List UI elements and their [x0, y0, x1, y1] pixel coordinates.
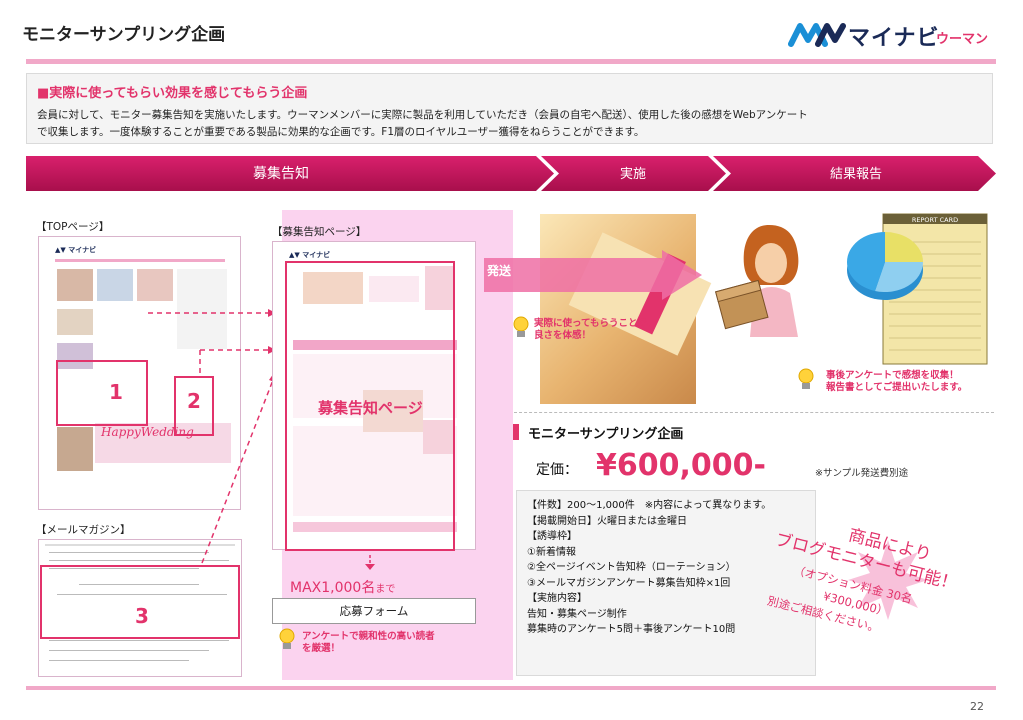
notice-page-overlay: 募集告知ページ	[318, 399, 423, 417]
price-label: 定価：	[536, 462, 578, 478]
mail-label: 【メールマガジン】	[36, 524, 131, 536]
flow-step-2: 実施	[620, 166, 646, 182]
intro-box: ■実際に使ってもらい効果を感じてもらう企画 会員に対して、モニター募集告知を実施…	[26, 73, 993, 144]
detail-line: 【実施内容】	[527, 593, 587, 604]
flow-arrows	[148, 309, 277, 564]
reader-note: アンケートで親和性の高い読者 を厳選！	[302, 631, 435, 654]
section-title: モニターサンプリング企画	[528, 427, 684, 442]
header-divider	[26, 59, 996, 64]
guide-box-3	[40, 565, 240, 639]
flow-banner: 募集告知 実施 結果報告	[26, 156, 996, 191]
flow-step-3: 結果報告	[830, 167, 882, 182]
intro-body: 会員に対して、モニター募集告知を実施いたします。ウーマンメンバーに実際に製品を利…	[37, 107, 982, 141]
intro-title: ■実際に使ってもらい効果を感じてもらう企画	[37, 86, 308, 101]
survey-note: 事後アンケートで感想を収集！ 報告書としてご提出いたします。	[826, 370, 968, 393]
max-recruit-text: MAX1,000名まで	[290, 580, 396, 596]
notice-highlight-box	[285, 261, 455, 551]
top-page-thumbnail: ▲▼ マイナビ HappyWedding	[38, 236, 241, 510]
notice-page-thumbnail: ▲▼ マイナビ	[272, 241, 476, 550]
flow-step-2-shape	[541, 156, 726, 191]
section-divider	[514, 412, 994, 413]
guide-number-1: 1	[109, 380, 123, 404]
intro-line-2: で収集します。一度体験することが重要である製品に効果的な企画です。F1層のロイヤ…	[37, 126, 645, 138]
detail-line: 【掲載開始日】火曜日または金曜日	[527, 515, 687, 527]
detail-line: ①新着情報	[527, 546, 576, 558]
section-marker	[513, 424, 519, 440]
lightbulb-icon	[279, 628, 295, 649]
ship-label: 発送	[487, 264, 512, 278]
intro-line-1: 会員に対して、モニター募集告知を実施いたします。ウーマンメンバーに実際に製品を利…	[37, 109, 808, 121]
detail-line: 【誘導枠】	[527, 531, 577, 542]
detail-line: 【件数】200～1,000件 ※内容によって異なります。	[527, 500, 772, 511]
page-title: モニターサンプリング企画	[22, 25, 226, 45]
flow-step-3-shape	[713, 156, 996, 191]
down-arrow-icon	[365, 555, 375, 570]
detail-box: 【件数】200～1,000件 ※内容によって異なります。 【掲載開始日】火曜日ま…	[516, 490, 816, 676]
logo-mark-icon	[788, 23, 846, 47]
page-number: 22	[970, 700, 984, 713]
experience-note: 実際に使ってもらうことで、 良さを体感！	[534, 318, 656, 341]
mail-magazine-thumbnail	[38, 539, 242, 677]
top-page-label: 【TOPページ】	[36, 221, 110, 233]
mynavi-woman-logo: マイナビ ウーマン	[788, 18, 998, 52]
woman-with-box-illustration	[715, 225, 799, 337]
starburst-icon	[848, 540, 928, 620]
notice-page-label: 【募集告知ページ】	[272, 226, 367, 238]
logo-subtext: ウーマン	[936, 32, 989, 47]
detail-line: 告知・募集ページ制作	[527, 608, 627, 620]
report-card-title: REPORT CARD	[912, 216, 958, 224]
report-illustration: REPORT CARD	[846, 213, 988, 365]
detail-line: ②全ページイベント告知枠（ローテーション）	[527, 562, 736, 573]
detail-line: ③メールマガジンアンケート募集告知枠×1回	[527, 577, 731, 589]
guide-number-3: 3	[135, 604, 149, 628]
package-photo	[540, 214, 712, 404]
detail-line: 募集時のアンケート5問＋事後アンケート10問	[527, 624, 736, 635]
guide-box-2	[174, 376, 214, 436]
flow-step-1-shape	[26, 156, 554, 191]
price-value: ¥600,000-	[596, 448, 766, 483]
lightbulb-icon	[798, 368, 814, 389]
footer-divider	[26, 686, 996, 690]
guide-number-2: 2	[187, 389, 201, 413]
flow-step-1: 募集告知	[253, 165, 309, 182]
happy-wedding-text: HappyWedding	[101, 425, 194, 439]
logo-text: マイナビ	[848, 26, 940, 51]
application-form-box: 応募フォーム	[272, 598, 476, 624]
ship-arrow	[484, 250, 702, 300]
guide-box-1	[56, 360, 148, 426]
price-note: ※サンプル発送費別途	[815, 468, 909, 479]
lightbulb-icon	[513, 316, 529, 337]
